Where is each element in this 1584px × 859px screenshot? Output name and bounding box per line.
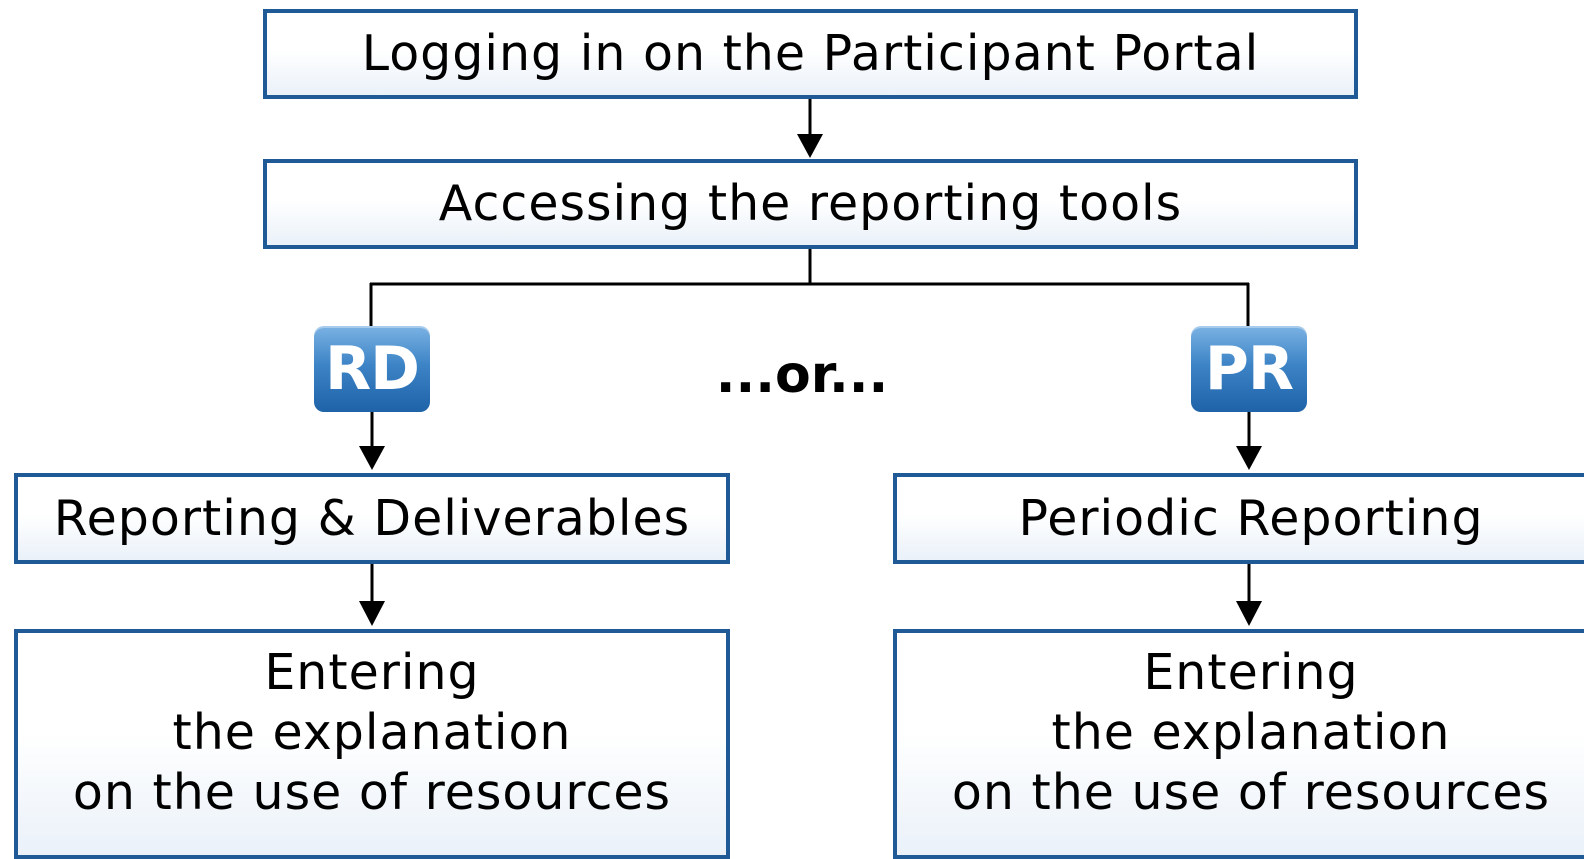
arrow-rd-to-tool (359, 410, 385, 470)
left-entry-box: Entering the explanation on the use of r… (14, 629, 730, 859)
step-login-label: Logging in on the Participant Portal (361, 25, 1260, 82)
pr-badge-icon: PR (1191, 326, 1307, 412)
right-entry-box: Entering the explanation on the use of r… (893, 629, 1584, 859)
left-entry-line-2: the explanation (172, 704, 572, 761)
or-separator: ...or... (715, 345, 889, 405)
right-entry-line-1: Entering (1143, 644, 1359, 701)
left-entry-line-3: on the use of resources (72, 764, 672, 821)
right-entry-line-2: the explanation (1051, 704, 1451, 761)
connector-lines (359, 98, 1262, 626)
rd-badge-icon: RD (314, 326, 430, 412)
left-entry-line-1: Entering (264, 644, 480, 701)
arrow-pr-tool-to-entry (1236, 563, 1262, 626)
reporting-deliverables-label: Reporting & Deliverables (53, 489, 691, 547)
branch-split-connector (369, 248, 1250, 326)
step-access-label: Accessing the reporting tools (438, 175, 1183, 232)
step-access-box: Accessing the reporting tools (263, 159, 1358, 249)
periodic-reporting-box: Periodic Reporting (893, 473, 1584, 564)
periodic-reporting-label: Periodic Reporting (1018, 489, 1484, 547)
arrow-rd-tool-to-entry (359, 563, 385, 626)
arrow-pr-to-tool (1236, 410, 1262, 470)
rd-badge-label: RD (324, 334, 420, 404)
right-entry-line-3: on the use of resources (951, 764, 1551, 821)
arrow-login-to-access (797, 98, 823, 158)
step-login-box: Logging in on the Participant Portal (263, 9, 1358, 99)
reporting-deliverables-box: Reporting & Deliverables (14, 473, 730, 564)
pr-badge-label: PR (1204, 334, 1294, 404)
